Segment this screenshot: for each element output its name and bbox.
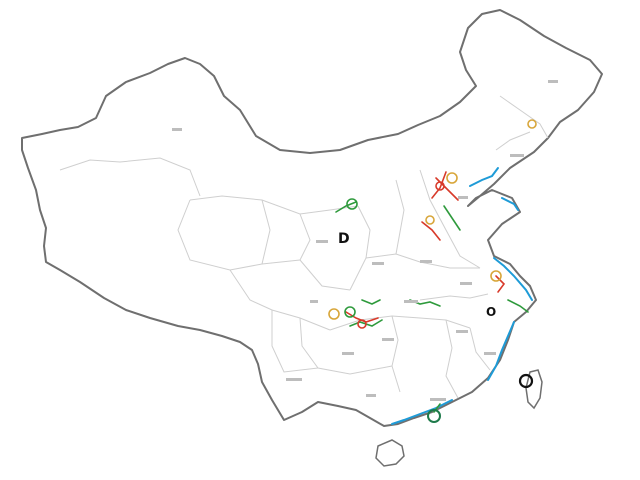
- faint-place-names: [172, 80, 558, 401]
- marker-letter-o: O: [486, 305, 496, 319]
- coastline-highlights: [391, 167, 533, 425]
- taiwan-island: [525, 369, 543, 410]
- hainan-circle-marker: [427, 409, 441, 423]
- marker-letter-d: D: [338, 231, 350, 247]
- province-boundaries: [59, 95, 549, 399]
- circle-markers: [328, 119, 537, 423]
- hainan-island: [375, 439, 405, 467]
- country-border: [21, 9, 603, 427]
- taiwan-circle-marker: [518, 373, 534, 389]
